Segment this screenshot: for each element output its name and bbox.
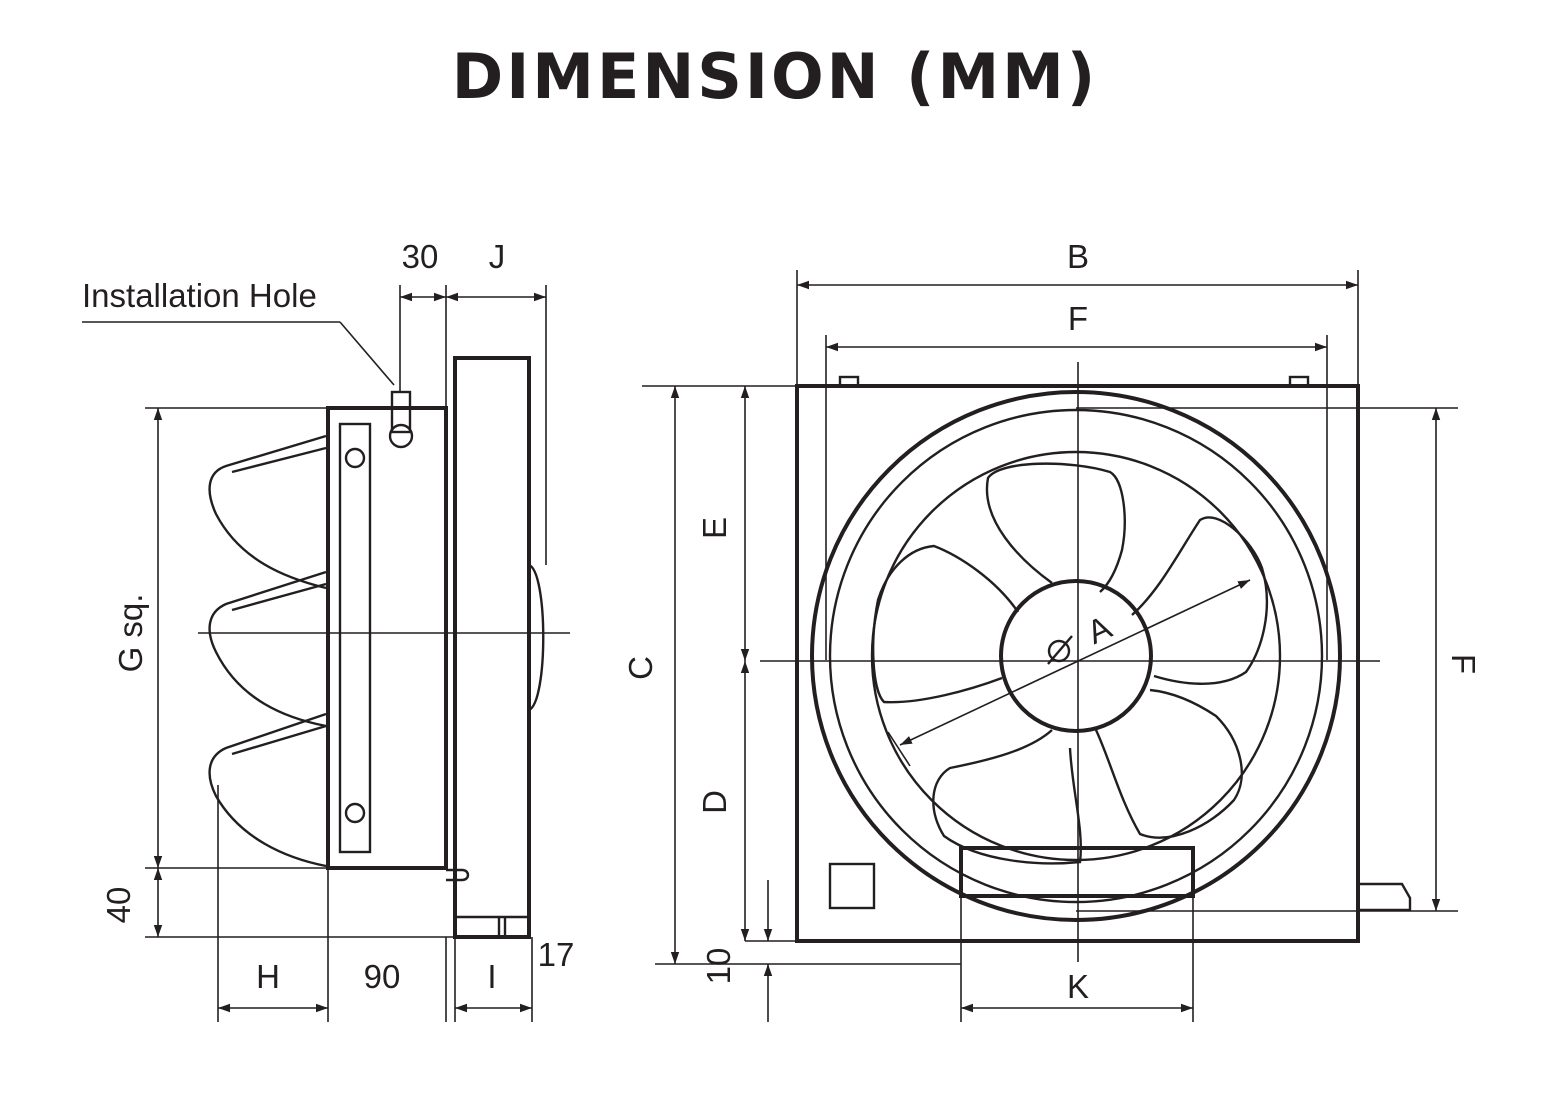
dim-C-label: C	[622, 656, 659, 680]
inner-ring	[828, 408, 1324, 904]
top-tab-right	[1288, 375, 1310, 388]
motor-housing	[326, 406, 448, 870]
front-view: A B F C E D 10 F	[622, 238, 1482, 1022]
fan-blades	[872, 462, 1269, 865]
dim-90-label: 90	[364, 958, 401, 995]
installation-hole	[388, 390, 414, 449]
dim-D-label: D	[696, 790, 733, 814]
shutter-louvers	[208, 434, 327, 868]
outer-ring	[810, 390, 1342, 922]
frame-latch	[446, 868, 470, 882]
dim-B-label: B	[1067, 238, 1089, 275]
bracket-screw-bottom	[344, 802, 366, 824]
hub-screw	[1047, 635, 1073, 665]
blade-circle	[870, 450, 1282, 862]
dim-F-right-label: F	[1445, 654, 1482, 674]
dim-17-label: 17	[538, 936, 575, 973]
dim-30-label: 30	[402, 238, 439, 275]
side-tab	[1358, 882, 1412, 912]
dim-10-label: 10	[700, 948, 737, 985]
cord-housing	[959, 846, 1195, 898]
bracket-screw-top	[344, 447, 366, 469]
dim-line-A	[899, 579, 1251, 746]
dim-G-label: G sq.	[112, 594, 149, 673]
side-view: Installation Hole	[82, 238, 574, 1022]
dim-40-label: 40	[100, 887, 137, 924]
fan-hub	[999, 579, 1153, 733]
dim-E-label: E	[696, 517, 733, 539]
top-tab-left	[838, 375, 860, 388]
dim-H-label: H	[256, 958, 280, 995]
mounting-bracket	[338, 422, 372, 854]
front-bulge	[528, 563, 545, 712]
dim-I-label: I	[487, 958, 496, 995]
front-frame	[453, 356, 531, 939]
dim-F-top-label: F	[1068, 300, 1088, 337]
dim-J-label: J	[489, 238, 506, 275]
installation-hole-leader-diag	[339, 321, 395, 386]
page-title: DIMENSION (MM)	[451, 40, 1099, 113]
installation-hole-label: Installation Hole	[82, 277, 317, 314]
dim-K-label: K	[1067, 968, 1089, 1005]
switch-box	[828, 862, 876, 910]
